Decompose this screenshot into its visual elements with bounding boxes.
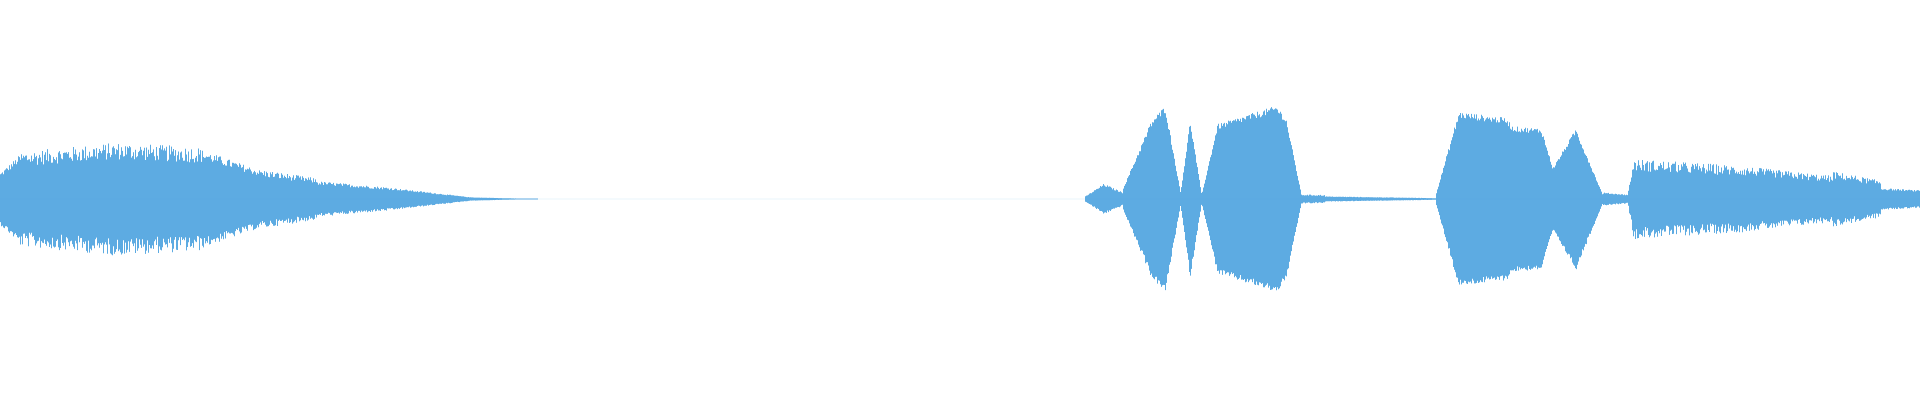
waveform-path: [0, 107, 1920, 291]
waveform-trace: [0, 107, 1920, 291]
